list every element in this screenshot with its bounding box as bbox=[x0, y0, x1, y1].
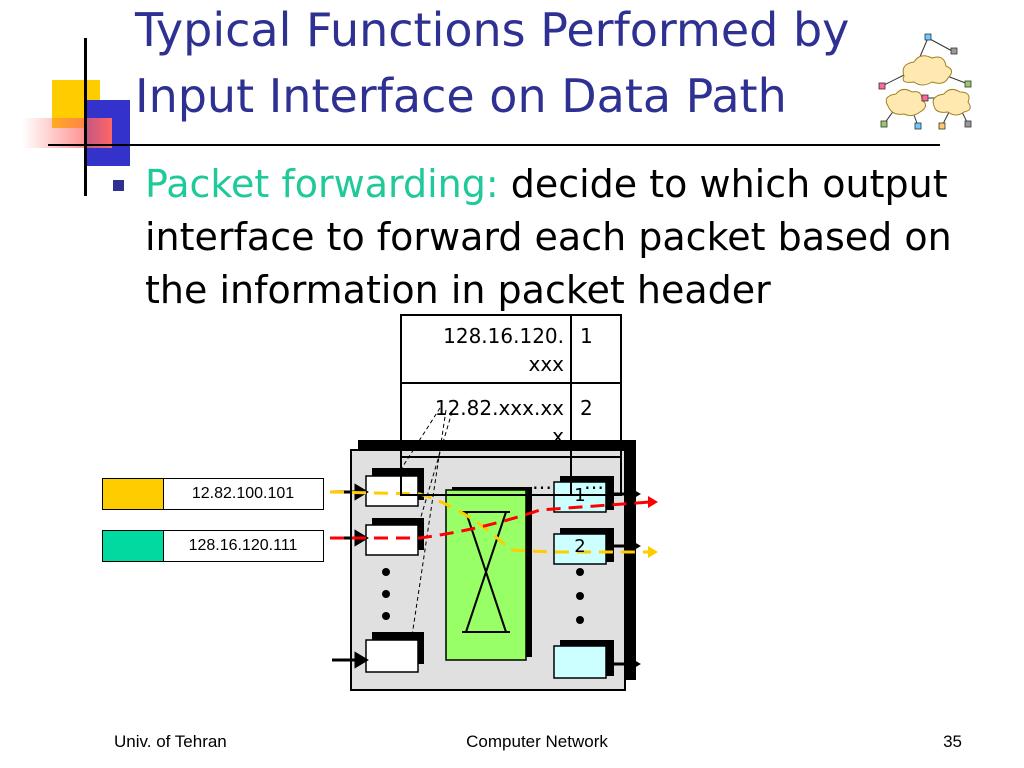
output-port-2-label: 2 bbox=[574, 536, 586, 557]
footer-page-number: 35 bbox=[943, 732, 962, 751]
forwarding-table-divider-h2 bbox=[402, 456, 622, 458]
packet-2 bbox=[102, 530, 324, 562]
bullet-highlight: Packet forwarding: bbox=[145, 162, 499, 206]
table-row-3-prefix: … bbox=[532, 470, 552, 494]
input-port-n bbox=[365, 632, 424, 673]
port-ellipsis-dots bbox=[382, 568, 584, 624]
input-port-2 bbox=[365, 518, 424, 556]
output-port-2 bbox=[553, 528, 614, 565]
table-row-1-prefix-line1: 128.16.120. bbox=[443, 324, 564, 348]
output-port-n bbox=[553, 640, 614, 679]
table-row-1-port: 1 bbox=[580, 324, 593, 348]
red-packet-arrow bbox=[648, 496, 658, 508]
packet-1 bbox=[102, 478, 324, 510]
footer-left: Univ. of Tehran bbox=[114, 732, 227, 751]
output-port-1-label: 1 bbox=[574, 485, 586, 506]
bullet-body: decide to which output interface to forw… bbox=[145, 162, 952, 312]
yellow-packet-path bbox=[329, 490, 650, 554]
slide-title-line2: Input Interface on Data Path bbox=[135, 69, 787, 123]
footer-center: Computer Network bbox=[466, 732, 608, 751]
yellow-packet-arrow bbox=[648, 546, 658, 558]
table-row-2-prefix-line2: x bbox=[552, 424, 564, 448]
table-row-3-port: … bbox=[584, 470, 604, 494]
bullet-paragraph: Packet forwarding: decide to which outpu… bbox=[145, 158, 955, 317]
packet-2-color-block bbox=[103, 531, 164, 561]
packet-1-address: 12.82.100.101 bbox=[191, 485, 295, 502]
bullet-marker bbox=[113, 180, 124, 191]
decor-horizontal-line bbox=[48, 144, 940, 146]
network-clouds-icon bbox=[878, 33, 972, 130]
forwarding-table bbox=[400, 314, 622, 496]
packet-2-address: 128.16.120.111 bbox=[188, 537, 298, 554]
table-row-2-port: 2 bbox=[580, 396, 593, 420]
red-packet-path bbox=[330, 500, 651, 540]
decor-red-band bbox=[22, 118, 112, 148]
forwarding-table-divider-v bbox=[570, 316, 572, 496]
switch-fabric-crossing bbox=[462, 511, 510, 633]
table-row-1-prefix-line2: xxx bbox=[528, 352, 564, 376]
packet-1-color-block bbox=[103, 479, 164, 509]
lookup-lines bbox=[397, 407, 453, 637]
decor-vertical-line bbox=[84, 38, 87, 196]
slide-title-line1: Typical Functions Performed by bbox=[135, 3, 850, 57]
input-port-1 bbox=[365, 468, 424, 507]
forwarding-table-divider-h1 bbox=[402, 382, 622, 384]
table-row-2-prefix-line1: 12.82.xxx.xx bbox=[434, 396, 564, 420]
